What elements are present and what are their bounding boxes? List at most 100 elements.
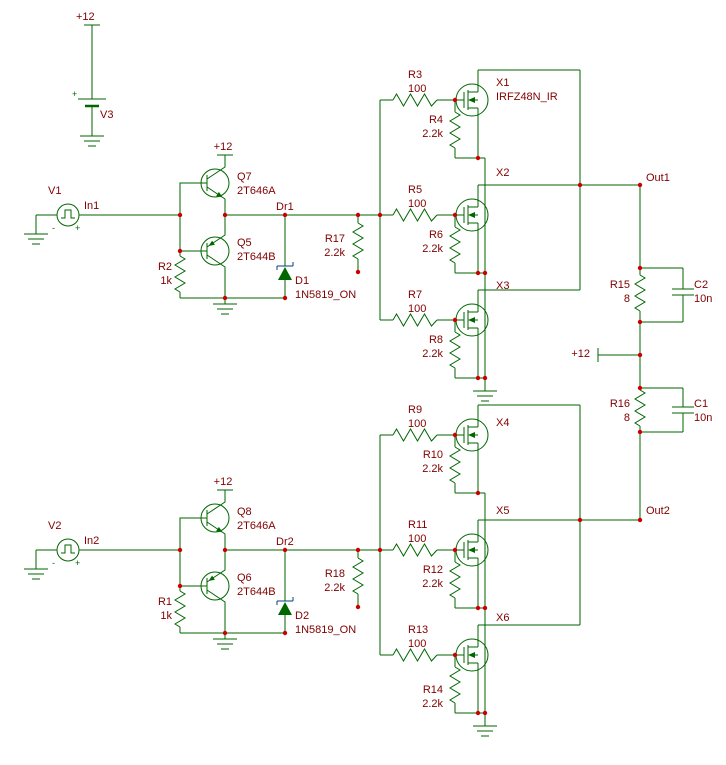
resistor-symbol [634, 274, 646, 312]
q5-name: Q5 [237, 237, 252, 249]
q7-name: Q7 [237, 171, 252, 183]
ground-battery [79, 129, 105, 147]
component-resistor-r9[interactable]: R9 100 [392, 404, 438, 442]
source-v2-minus: - [52, 558, 55, 568]
r4-value: 2.2k [422, 128, 443, 140]
resistor-symbol [174, 255, 186, 293]
q6-name: Q6 [237, 572, 252, 584]
q6-model: 2T644B [237, 586, 276, 598]
component-resistor-r1[interactable]: R1 1k [158, 590, 186, 628]
component-resistor-r16[interactable]: R16 8 [610, 389, 646, 427]
component-resistor-r17[interactable]: R17 2.2k [324, 222, 364, 260]
q7-model: 2T646A [237, 185, 276, 197]
component-source-v1[interactable]: V1 In1 - + [48, 185, 99, 233]
component-resistor-r14[interactable]: R14 2.2k [422, 666, 461, 710]
component-resistor-r13[interactable]: R13 100 [392, 624, 438, 662]
source-v2-plus: + [75, 558, 80, 568]
r6-name: R6 [429, 229, 443, 241]
resistor-symbol [174, 590, 186, 628]
mid-rail-label: +12 [571, 348, 590, 360]
component-resistor-r12[interactable]: R12 2.2k [422, 561, 461, 599]
r10-value: 2.2k [422, 463, 443, 475]
r6-value: 2.2k [422, 243, 443, 255]
component-resistor-r6[interactable]: R6 2.2k [422, 226, 461, 264]
component-resistor-r8[interactable]: R8 2.2k [422, 331, 461, 369]
source-v1-plus: + [75, 223, 80, 233]
q8-name: Q8 [237, 506, 252, 518]
r3-value: 100 [408, 83, 426, 95]
mid-rail-terminal[interactable]: +12 [571, 348, 590, 360]
resistor-symbol [392, 208, 438, 222]
r15-value: 8 [624, 293, 630, 305]
d1-model: 1N5819_ON [295, 289, 356, 301]
q8-model: 2T646A [237, 520, 276, 532]
r15-name: R15 [610, 279, 630, 291]
resistor-symbol [634, 389, 646, 427]
resistor-symbol [392, 93, 438, 107]
r11-value: 100 [408, 533, 426, 545]
component-mosfet-x3[interactable]: X3 [455, 280, 509, 351]
component-transistor-q5[interactable]: Q5 2T644B [200, 222, 276, 280]
ground-mosfets-top [472, 384, 498, 402]
r7-name: R7 [408, 289, 422, 301]
r17-name: R17 [325, 233, 345, 245]
component-resistor-r5[interactable]: R5 100 [392, 184, 438, 222]
resistor-symbol [392, 428, 438, 442]
component-source-v2[interactable]: V2 In2 - + [48, 520, 99, 568]
c1-name: C1 [694, 398, 708, 410]
nmos-symbol [455, 404, 489, 466]
component-capacitor-c1[interactable]: C1 10n [672, 398, 712, 424]
component-resistor-r2[interactable]: R2 1k [158, 255, 186, 293]
r7-value: 100 [408, 303, 426, 315]
component-mosfet-x1[interactable]: X1 IRFZ48N_IR [455, 69, 558, 131]
component-transistor-q7[interactable]: +12 Q7 2T646A [200, 141, 276, 212]
component-resistor-r11[interactable]: R11 100 [392, 519, 438, 557]
r18-value: 2.2k [324, 582, 345, 594]
component-resistor-r3[interactable]: R3 100 [392, 69, 438, 107]
component-mosfet-x2[interactable]: X2 [455, 167, 509, 246]
x1-name: X1 [496, 77, 509, 89]
battery-plus-sign: + [72, 89, 77, 99]
r3-name: R3 [408, 69, 422, 81]
component-capacitor-c2[interactable]: C2 10n [672, 279, 712, 305]
component-resistor-r10[interactable]: R10 2.2k [422, 446, 461, 484]
r5-name: R5 [408, 184, 422, 196]
q5-model: 2T644B [237, 251, 276, 263]
component-resistor-r4[interactable]: R4 2.2k [422, 111, 461, 149]
d1-name: D1 [295, 275, 309, 287]
r18-name: R18 [325, 568, 345, 580]
component-transistor-q6[interactable]: Q6 2T644B [200, 557, 276, 615]
resistor-symbol [352, 222, 364, 260]
component-diode-d1[interactable]: D1 1N5819_ON [276, 261, 356, 301]
nmos-symbol [455, 519, 489, 581]
c1-value: 10n [694, 412, 712, 424]
wires-battery [84, 24, 100, 130]
resistor-symbol [352, 557, 364, 595]
resistor-symbol [449, 111, 461, 149]
nmos-symbol [455, 289, 489, 351]
component-resistor-r15[interactable]: R15 8 [610, 274, 646, 312]
q8-rail-label: +12 [214, 476, 233, 488]
ground-driver2 [212, 632, 238, 650]
component-diode-d2[interactable]: D2 1N5819_ON [276, 596, 356, 636]
resistor-symbol [449, 446, 461, 484]
r11-name: R11 [408, 519, 427, 531]
component-mosfet-x4[interactable]: X4 [455, 404, 509, 466]
r2-name: R2 [158, 261, 172, 273]
component-battery-v3[interactable]: +12 + V3 [72, 11, 113, 121]
nmos-symbol [455, 184, 489, 246]
source-v2-name: V2 [48, 520, 61, 532]
wires-load-network [597, 185, 684, 520]
component-mosfet-x5[interactable]: X5 [455, 505, 509, 581]
component-mosfet-x6[interactable]: X6 [455, 612, 509, 686]
component-resistor-r18[interactable]: R18 2.2k [324, 557, 364, 595]
r13-name: R13 [408, 624, 428, 636]
resistor-symbol [392, 313, 438, 327]
component-resistor-r7[interactable]: R7 100 [392, 289, 438, 327]
r12-value: 2.2k [422, 578, 443, 590]
resistor-symbol [392, 648, 438, 662]
component-transistor-q8[interactable]: +12 Q8 2T646A [200, 476, 276, 547]
ground-driver1 [212, 297, 238, 315]
r9-name: R9 [408, 404, 422, 416]
resistor-symbol [449, 666, 461, 704]
